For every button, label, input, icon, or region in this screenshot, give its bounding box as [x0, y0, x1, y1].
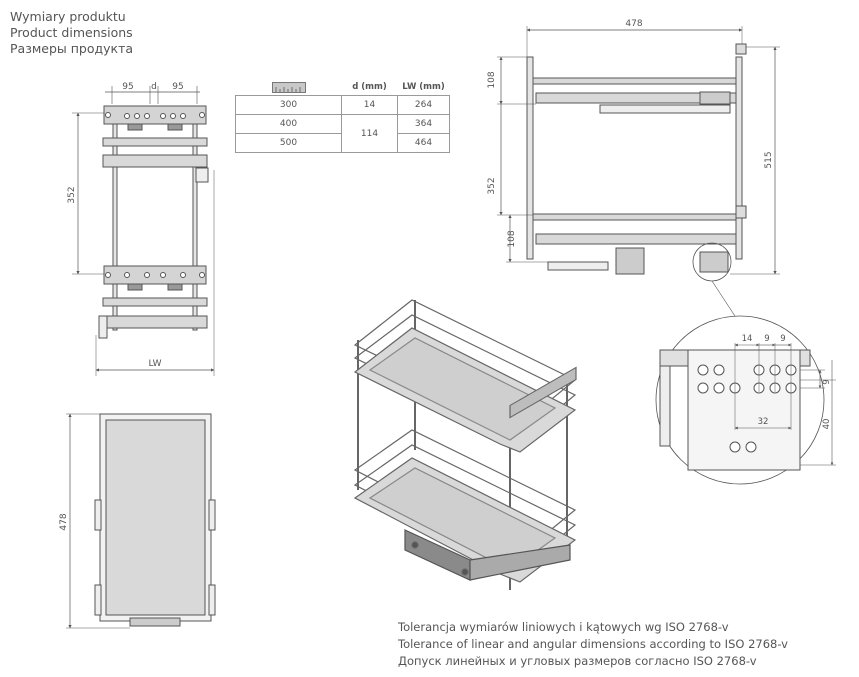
- table-header-d: d (mm): [352, 82, 387, 92]
- table-header-lw: LW (mm): [402, 82, 445, 92]
- dimension-table: d (mm) LW (mm) 300 14 264 400 114 364 50…: [235, 79, 450, 153]
- side-dim-bottom: 108: [507, 230, 517, 247]
- front-dim-width: LW: [148, 359, 161, 369]
- tolerance-ru: Допуск линейных и угловых размеров согла…: [398, 654, 757, 668]
- front-view: [72, 86, 215, 376]
- side-dim-middle: 352: [487, 177, 497, 194]
- title-block: Wymiary produktu Product dimensions Разм…: [10, 9, 133, 57]
- side-dim-depth: 478: [625, 19, 642, 29]
- table-cell-lw: 464: [397, 133, 450, 153]
- front-dim-height: 352: [67, 186, 77, 203]
- front-dim-left: 95: [122, 82, 133, 92]
- detail-view: [655, 315, 836, 485]
- tolerance-note: Tolerancja wymiarów liniowych i kątowych…: [398, 619, 788, 670]
- table-header-row: d (mm) LW (mm): [236, 79, 450, 96]
- detail-dim-9b: 9: [780, 334, 785, 344]
- detail-dim-9c: 9: [822, 379, 832, 384]
- top-dim-depth: 478: [59, 513, 69, 530]
- table-cell-d: 114: [341, 114, 398, 153]
- cabinet-width-icon: [271, 81, 306, 93]
- front-dim-right: 95: [172, 82, 183, 92]
- detail-dim-40: 40: [822, 419, 832, 430]
- tolerance-pl: Tolerancja wymiarów liniowych i kątowych…: [398, 620, 729, 634]
- side-dim-top: 108: [487, 71, 497, 88]
- detail-dim-14: 14: [742, 334, 753, 344]
- title-pl: Wymiary produktu: [10, 9, 126, 24]
- detail-dim-9a: 9: [764, 334, 769, 344]
- title-en: Product dimensions: [10, 25, 133, 40]
- tolerance-en: Tolerance of linear and angular dimensio…: [398, 637, 788, 651]
- side-view: [497, 26, 780, 343]
- side-dim-height: 515: [764, 151, 774, 168]
- table-row: 400 114 364: [235, 114, 450, 153]
- isometric-view: [353, 299, 577, 590]
- table-row: 500 464: [235, 133, 450, 153]
- detail-dim-32: 32: [758, 417, 769, 427]
- table-cell-width: 500: [235, 133, 342, 153]
- title-ru: Размеры продукта: [10, 41, 134, 56]
- top-view: [66, 413, 216, 629]
- table-header-width: [236, 79, 342, 96]
- front-dim-d: d: [151, 82, 157, 92]
